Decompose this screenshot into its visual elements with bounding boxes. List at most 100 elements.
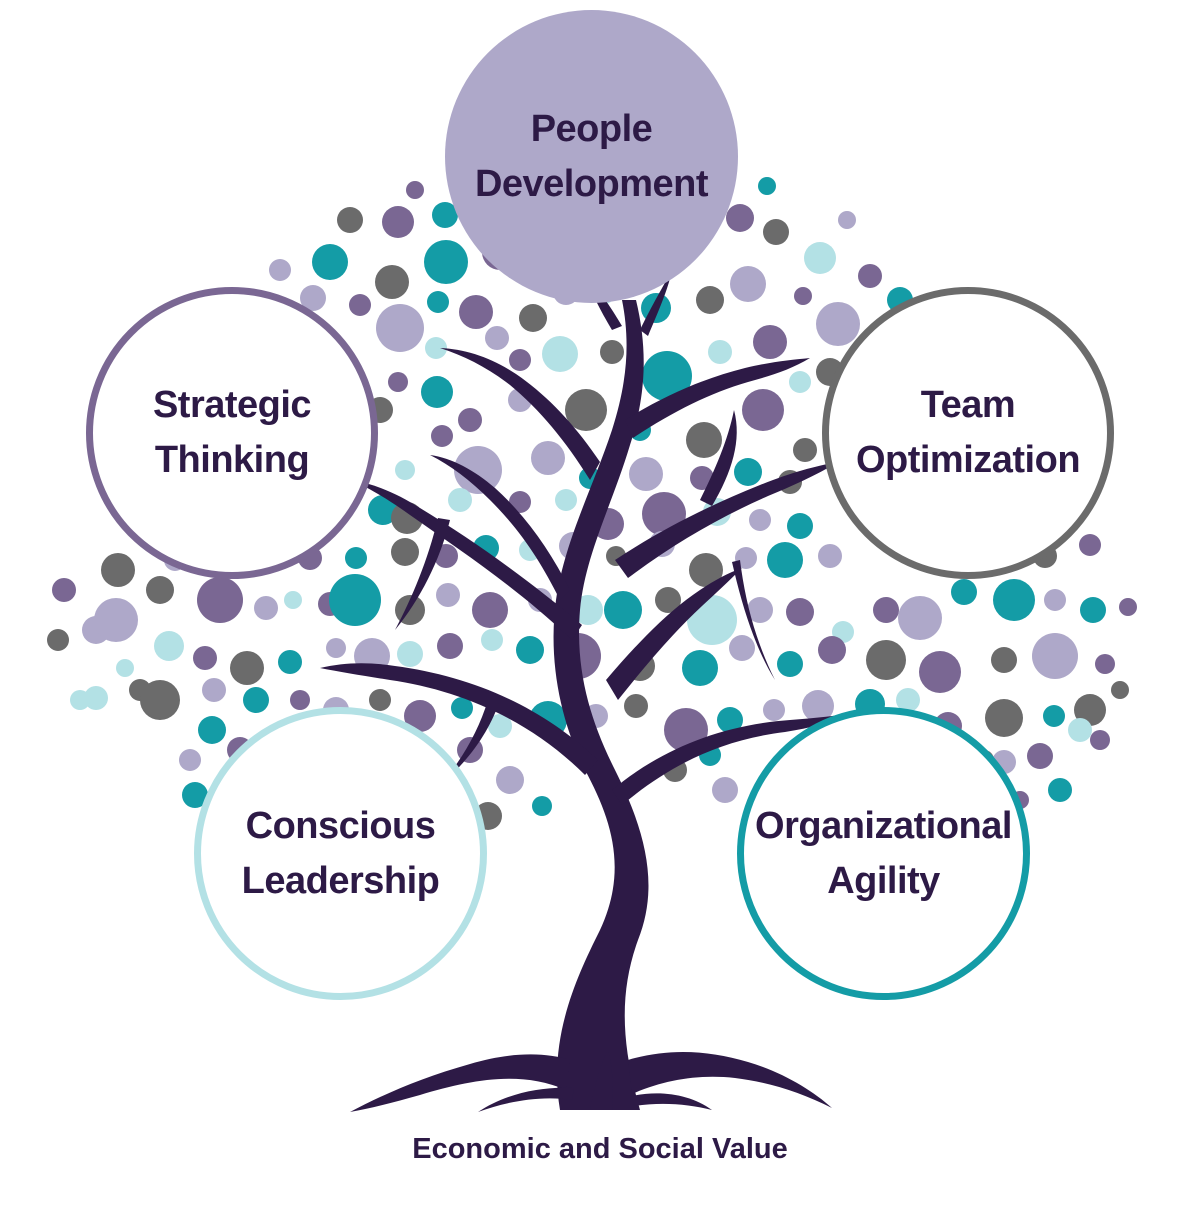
foliage-dot [763, 219, 789, 245]
foliage-dot [1068, 718, 1092, 742]
foliage-dot [312, 244, 348, 280]
foliage-dot [154, 631, 184, 661]
foliage-dot [52, 578, 76, 602]
foliage-dot [454, 446, 502, 494]
foliage-dot [1074, 694, 1106, 726]
tree-trunk [553, 300, 649, 1110]
branch-left-mid [430, 455, 570, 600]
branch-right-top [625, 358, 810, 438]
foliage-dot [858, 264, 882, 288]
bubble-label-line: Strategic [152, 384, 312, 426]
foliage-dot [388, 372, 408, 392]
foliage-dot [1080, 597, 1106, 623]
bubble-label-line: Leadership [241, 859, 440, 902]
foliage-dot [431, 425, 453, 447]
foliage-dot [1079, 534, 1101, 556]
root-right-2 [632, 1093, 712, 1110]
foliage-dot [345, 547, 367, 569]
foliage-dot [391, 538, 419, 566]
foliage-dot [866, 640, 906, 680]
root-left-2 [478, 1087, 574, 1112]
foliage-dot [735, 547, 757, 569]
foliage-dot [726, 204, 754, 232]
foliage-dot [368, 495, 398, 525]
foliage-dot [767, 542, 803, 578]
foliage-dot [436, 583, 460, 607]
foliage-dot [629, 457, 663, 491]
foliage-dot [140, 680, 180, 720]
foliage-dot [747, 597, 773, 623]
foliage-dot [804, 242, 836, 274]
foliage-dot [655, 587, 681, 613]
foliage-dot [193, 646, 217, 670]
foliage-dot [425, 337, 447, 359]
foliage-dot [753, 325, 787, 359]
foliage-dot [1027, 743, 1053, 769]
bubble-strategic-thinking: Strategic Thinking [86, 287, 378, 579]
bubble-label-line: Conscious [245, 804, 436, 847]
foliage-dot [116, 659, 134, 677]
foliage-dot [787, 513, 813, 539]
foliage-dot [1032, 633, 1078, 679]
foliage-dot [1048, 778, 1072, 802]
foliage-dot [1043, 705, 1065, 727]
branch-top-twig-2 [640, 270, 672, 336]
foliage-dot [531, 441, 565, 475]
bubble-label-line: Optimization [855, 439, 1081, 481]
foliage-dot [230, 651, 264, 685]
foliage-dot [376, 304, 424, 352]
foliage-dot [254, 596, 278, 620]
foliage-dot [786, 598, 814, 626]
bubble-label-line: Thinking [154, 439, 310, 481]
foliage-dot [758, 177, 776, 195]
foliage-dot [451, 697, 473, 719]
branch-right-twig-2 [700, 410, 737, 506]
bubble-conscious-leadership: Conscious Leadership [194, 707, 487, 1000]
foliage-dot [329, 574, 381, 626]
foliage-dot [818, 544, 842, 568]
foliage-dot [642, 351, 692, 401]
branch-left-twig-2 [395, 518, 450, 630]
branch-left-twig [440, 700, 500, 785]
foliage-dot [1119, 598, 1137, 616]
foliage-dot [565, 389, 607, 431]
foliage-dot [459, 295, 493, 329]
foliage-dot [1090, 730, 1110, 750]
foliage-dot [818, 636, 846, 664]
branch-left-lower [320, 663, 598, 775]
bubble-organizational-agility: Organizational Agility [737, 707, 1030, 1000]
foliage-dot [432, 202, 458, 228]
foliage-dot [763, 699, 785, 721]
foliage-dot [146, 576, 174, 604]
foliage-dot [481, 629, 503, 651]
foliage-dot [993, 579, 1035, 621]
foliage-dot [284, 591, 302, 609]
foliage-dot [542, 336, 578, 372]
foliage-dot [991, 647, 1017, 673]
foliage-dot [349, 294, 371, 316]
foliage-dot [794, 287, 812, 305]
branch-right-mid [606, 568, 742, 700]
foliage-dot [243, 687, 269, 713]
foliage-dot [47, 629, 69, 651]
foliage-dot [985, 699, 1023, 737]
bubble-label-line: Development [474, 162, 709, 205]
foliage-dot [1095, 654, 1115, 674]
foliage-dot [802, 690, 834, 722]
foliage-dot [777, 651, 803, 677]
foliage-dot [749, 509, 771, 531]
diagram-caption: Economic and Social Value [412, 1133, 788, 1165]
foliage-dot [696, 286, 724, 314]
foliage-dot [789, 371, 811, 393]
foliage-dot [458, 408, 482, 432]
foliage-dot [427, 291, 449, 313]
foliage-dot [369, 689, 391, 711]
foliage-dot [397, 641, 423, 667]
foliage-dot [624, 694, 648, 718]
foliage-dot [485, 326, 509, 350]
foliage-dot [519, 304, 547, 332]
foliage-dot [730, 266, 766, 302]
foliage-dot [682, 650, 718, 686]
foliage-dot [382, 206, 414, 238]
